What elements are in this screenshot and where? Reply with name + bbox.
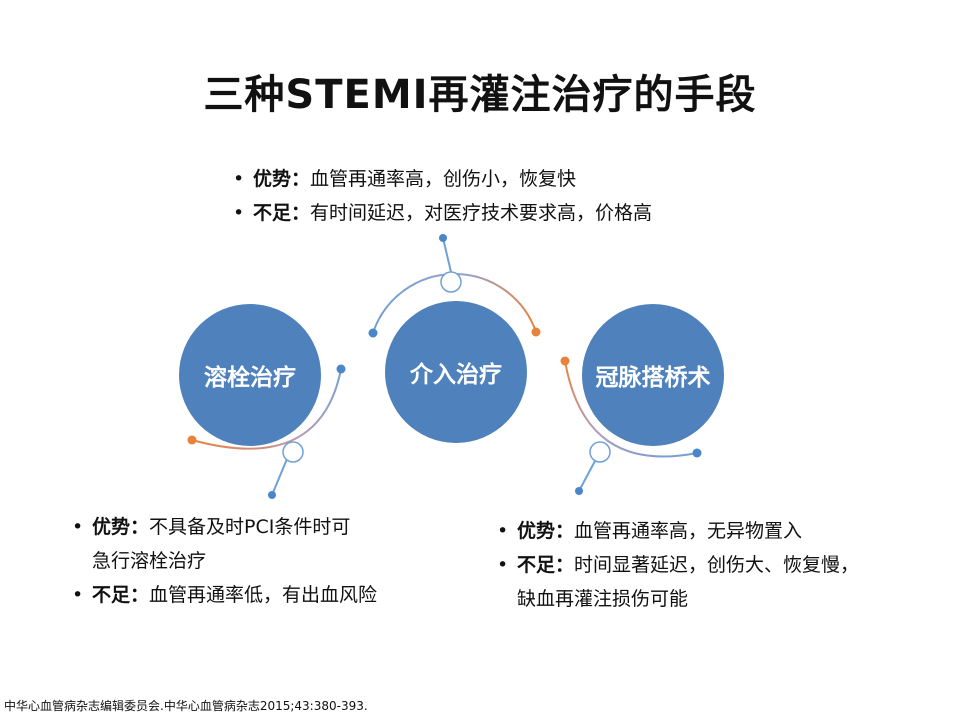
cabg-advantage-item: • 优势：血管再通率高，无异物置入 [497,514,859,548]
cabg-arc-end-dot-orange [560,356,570,366]
thrombolysis-arc-end-dot-blue [336,364,346,374]
pci-label: 介入治疗 [410,362,502,388]
thrombolysis-arc-end-dot-orange [187,435,197,445]
pci-disadvantage-item: • 不足：有时间延迟，对医疗技术要求高，价格高 [233,196,652,230]
cabg-notes: • 优势：血管再通率高，无异物置入 • 不足：时间显著延迟，创伤大、恢复慢， 缺血再… [497,514,859,616]
pci-advantage-item: • 优势：血管再通率高，创伤小，恢复快 [233,162,652,196]
thrombolysis-arc [191,368,342,450]
advantage-label: 优势： [92,516,150,538]
cabg-stem-dot [575,487,583,495]
thrombolysis-connector [187,364,346,499]
page-title: 三种STEMI再灌注治疗的手段 [203,72,757,118]
thrombolysis-label: 溶栓治疗 [204,365,296,391]
cabg-arc [564,360,698,458]
bullet-icon: • [233,202,245,224]
cabg-label: 冠脉搭桥术 [595,365,711,391]
disadvantage-text-continued: 缺血再灌注损伤可能 [517,588,689,610]
pci-stem-dot [439,234,447,242]
cabg-arc-end-dot-blue [692,448,702,458]
thrombolysis-notes: • 优势：不具备及时PCI条件时可 急行溶栓治疗 • 不足：血管再通率低，有出血风险 [72,510,377,612]
cabg-connector [560,356,702,495]
pci-connector-ring [440,271,462,293]
cabg-disadvantage-item: • 不足：时间显著延迟，创伤大、恢复慢， [497,548,859,582]
bullet-icon: • [72,516,84,538]
pci-arc-end-dot-orange [531,327,541,337]
disadvantage-text: 时间显著延迟，创伤大、恢复慢， [574,554,860,576]
pci-notes: • 优势：血管再通率高，创伤小，恢复快 • 不足：有时间延迟，对医疗技术要求高，价格… [233,162,652,230]
bullet-icon: • [233,168,245,190]
advantage-text: 不具备及时PCI条件时可 [149,516,351,538]
pci-circle: 介入治疗 [385,301,527,443]
advantage-label: 优势： [253,168,311,190]
cabg-circle: 冠脉搭桥术 [582,304,724,446]
advantage-text: 血管再通率高，创伤小，恢复快 [310,168,577,190]
bullet-icon: • [497,520,509,542]
thrombolysis-circle: 溶栓治疗 [179,304,321,446]
disadvantage-text: 血管再通率低，有出血风险 [149,584,378,606]
bullet-icon: • [72,584,84,606]
disadvantage-text: 有时间延迟，对医疗技术要求高，价格高 [310,202,653,224]
thrombolysis-connector-ring [282,441,304,463]
disadvantage-label: 不足： [92,584,150,606]
bullet-icon: • [497,554,509,576]
disadvantage-label: 不足： [253,202,311,224]
thrombolysis-stem-dot [268,491,276,499]
pci-stem-line [442,237,452,273]
advantage-text: 血管再通率高，无异物置入 [574,520,803,542]
advantage-text-continued: 急行溶栓治疗 [92,550,207,572]
cabg-stem-line [578,460,596,492]
citation: 中华心血管病杂志编辑委员会.中华心血管病杂志2015;43:380-393. [4,699,368,713]
thrombolysis-stem-line [271,458,288,496]
pci-connector [368,234,541,338]
thrombolysis-advantage-item: • 优势：不具备及时PCI条件时可 [72,510,377,544]
advantage-label: 优势： [517,520,575,542]
disadvantage-label: 不足： [517,554,575,576]
thrombolysis-disadvantage-item: • 不足：血管再通率低，有出血风险 [72,578,377,612]
cabg-connector-ring [589,441,611,463]
pci-arc-end-dot-blue [368,328,378,338]
